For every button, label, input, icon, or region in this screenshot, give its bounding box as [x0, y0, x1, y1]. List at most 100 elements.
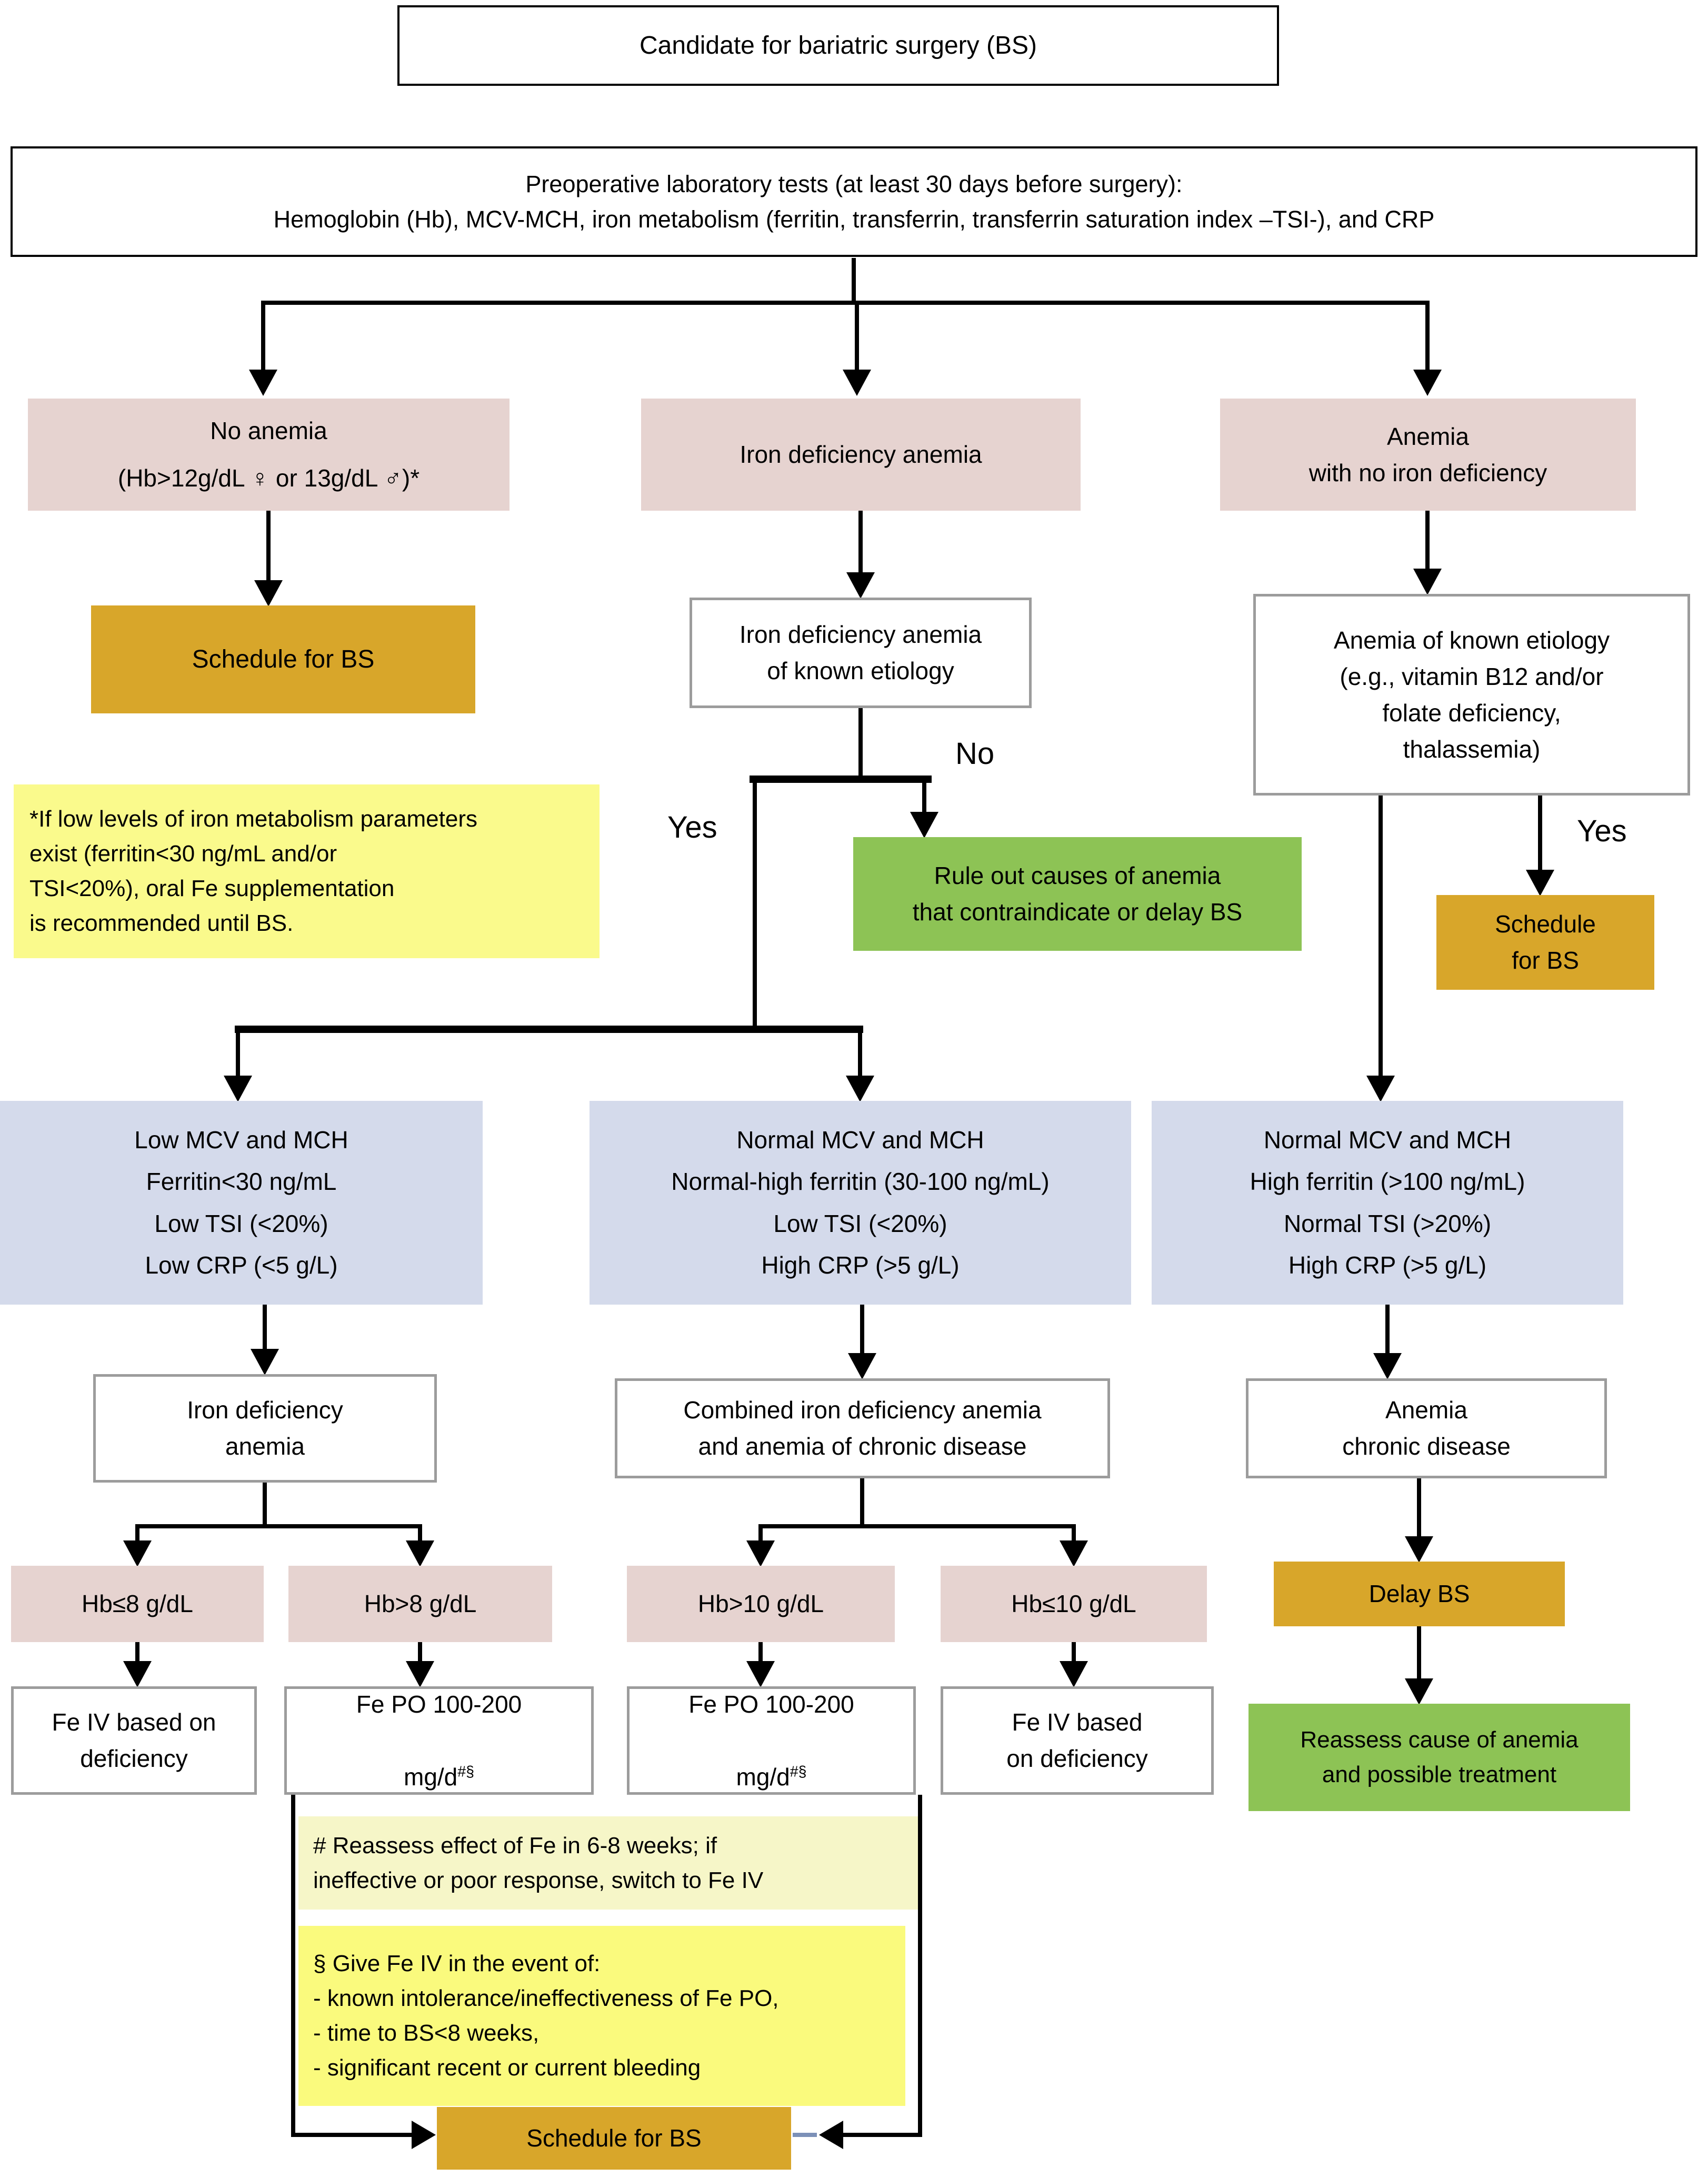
node-no-anemia: No anemia (Hb>12g/dL ♀ or 13g/dL ♂)* [28, 399, 510, 511]
connector-line [1417, 1626, 1421, 1682]
connector-line [860, 1478, 864, 1526]
arrow-down-icon [1366, 1076, 1395, 1102]
connector-line [236, 1026, 240, 1078]
node-labs-chronic-text: Normal MCV and MCH High ferritin (>100 n… [1250, 1126, 1525, 1279]
connector-line [1538, 796, 1542, 873]
arrow-down-icon [123, 1661, 152, 1687]
connector-line [753, 779, 757, 1031]
node-labs-combined: Normal MCV and MCH Normal-high ferritin … [590, 1101, 1131, 1305]
arrow-down-icon [406, 1540, 434, 1567]
node-anemia-no-iron-deficiency-text: Anemia with no iron deficiency [1309, 422, 1547, 486]
node-preop-tests-text: Preoperative laboratory tests (at least … [273, 170, 1435, 233]
connector-line [1072, 1524, 1076, 1545]
node-rule-out-causes-text: Rule out causes of anemia that contraind… [912, 862, 1243, 926]
connector-line [918, 1795, 922, 2137]
node-hb-le-8-text: Hb≤8 g/dL [82, 1590, 193, 1617]
arrow-down-icon [1405, 1536, 1433, 1563]
connector-line [1425, 301, 1430, 372]
arrow-down-icon [848, 1353, 876, 1379]
node-dx-anemia-chronic-disease: Anemia chronic disease [1246, 1378, 1607, 1478]
connector-line [1417, 1478, 1421, 1539]
connector-line [418, 1524, 422, 1545]
node-rule-out-causes: Rule out causes of anemia that contraind… [853, 837, 1302, 951]
node-delay-bs: Delay BS [1274, 1562, 1565, 1626]
connector-line [235, 1026, 863, 1033]
node-ida-known-etiology: Iron deficiency anemia of known etiology [690, 598, 1032, 708]
node-iron-deficiency-anemia-text: Iron deficiency anemia [740, 441, 982, 468]
connector-line [758, 1524, 763, 1545]
arrow-down-icon [123, 1540, 152, 1567]
connector-line [263, 1483, 267, 1526]
connector-line [858, 708, 863, 783]
connector-line [758, 1642, 763, 1666]
node-hash-footnote-text: # Reassess effect of Fe in 6-8 weeks; if… [313, 1832, 764, 1893]
node-schedule-for-bs-left: Schedule for BS [91, 605, 475, 713]
node-anemia-known-etiology: Anemia of known etiology (e.g., vitamin … [1253, 594, 1690, 796]
connector-line [266, 511, 271, 582]
node-schedule-for-bs-left-text: Schedule for BS [192, 645, 375, 673]
arrow-down-icon [1413, 569, 1442, 595]
connector-line [855, 301, 859, 372]
fe-po-1-line1: Fe PO 100-200 [356, 1690, 522, 1718]
label-no: No [955, 737, 995, 771]
node-dx-iron-deficiency-anemia-text: Iron deficiency anemia [187, 1396, 343, 1460]
node-fe-po-1: Fe PO 100-200 mg/d#§ [284, 1686, 594, 1795]
fe-po-2-sup: #§ [790, 1763, 807, 1781]
node-dx-anemia-chronic-disease-text: Anemia chronic disease [1342, 1396, 1511, 1460]
connector-line [842, 2133, 922, 2137]
node-schedule-for-bs-right-text: Schedule for BS [1495, 910, 1596, 974]
node-fe-iv-deficiency-2: Fe IV based on deficiency [941, 1686, 1214, 1795]
node-ida-known-etiology-text: Iron deficiency anemia of known etiology [739, 621, 982, 684]
connector-line [922, 779, 926, 816]
arrow-down-icon [1405, 1678, 1433, 1705]
node-fe-po-1-text: Fe PO 100-200 mg/d#§ [356, 1686, 522, 1795]
arrow-down-icon [1526, 870, 1554, 896]
node-iron-deficiency-anemia: Iron deficiency anemia [641, 399, 1081, 511]
blue-dash [793, 2133, 817, 2137]
connector-line [135, 1524, 422, 1528]
connector-line [291, 1795, 295, 2137]
connector-line [1385, 1305, 1390, 1356]
node-hb-le-10: Hb≤10 g/dL [941, 1566, 1207, 1642]
node-schedule-for-bs-bottom: Schedule for BS [437, 2107, 791, 2170]
connector-line [860, 1305, 864, 1356]
fe-po-1-line2: mg/d [404, 1763, 458, 1791]
arrow-down-icon [910, 812, 938, 838]
node-hb-le-10-text: Hb≤10 g/dL [1011, 1590, 1136, 1617]
arrow-down-icon [746, 1540, 775, 1567]
node-dx-combined-anemia-text: Combined iron deficiency anemia and anem… [683, 1396, 1042, 1460]
node-labs-chronic: Normal MCV and MCH High ferritin (>100 n… [1152, 1101, 1623, 1305]
connector-line [263, 1305, 267, 1352]
connector-line [1379, 796, 1383, 1080]
fe-po-1-sup: #§ [457, 1763, 474, 1781]
node-schedule-for-bs-right: Schedule for BS [1436, 895, 1654, 990]
node-labs-combined-text: Normal MCV and MCH Normal-high ferritin … [671, 1126, 1050, 1279]
connector-line [758, 1524, 1076, 1528]
arrow-down-icon [843, 370, 871, 396]
node-hb-gt-8-text: Hb>8 g/dL [364, 1590, 477, 1617]
connector-line [852, 258, 856, 304]
node-candidate-text: Candidate for bariatric surgery (BS) [640, 31, 1037, 59]
node-fe-iv-deficiency-2-text: Fe IV based on deficiency [1006, 1708, 1148, 1772]
arrow-down-icon [254, 580, 283, 607]
connector-line [261, 301, 1430, 305]
node-fe-iv-deficiency-1-text: Fe IV based on deficiency [52, 1708, 216, 1772]
node-fe-po-2: Fe PO 100-200 mg/d#§ [627, 1686, 916, 1795]
node-anemia-no-iron-deficiency: Anemia with no iron deficiency [1220, 399, 1636, 511]
node-fe-iv-deficiency-1: Fe IV based on deficiency [11, 1686, 257, 1795]
node-anemia-known-etiology-text: Anemia of known etiology (e.g., vitamin … [1333, 626, 1610, 763]
connector-line [750, 776, 932, 783]
arrow-down-icon [1373, 1353, 1402, 1379]
node-schedule-for-bs-bottom-text: Schedule for BS [526, 2124, 702, 2152]
node-section-footnote: § Give Fe IV in the event of: - known in… [298, 1926, 905, 2106]
node-hb-gt-10-text: Hb>10 g/dL [697, 1590, 824, 1617]
node-hb-gt-10: Hb>10 g/dL [627, 1566, 895, 1642]
arrow-down-icon [224, 1076, 252, 1102]
node-hb-le-8: Hb≤8 g/dL [11, 1566, 264, 1642]
node-hb-gt-8: Hb>8 g/dL [288, 1566, 552, 1642]
arrow-down-icon [1060, 1661, 1088, 1687]
arrow-down-icon [249, 370, 277, 396]
arrow-down-icon [846, 572, 875, 599]
connector-line [858, 1026, 862, 1078]
arrow-down-icon [746, 1661, 775, 1687]
